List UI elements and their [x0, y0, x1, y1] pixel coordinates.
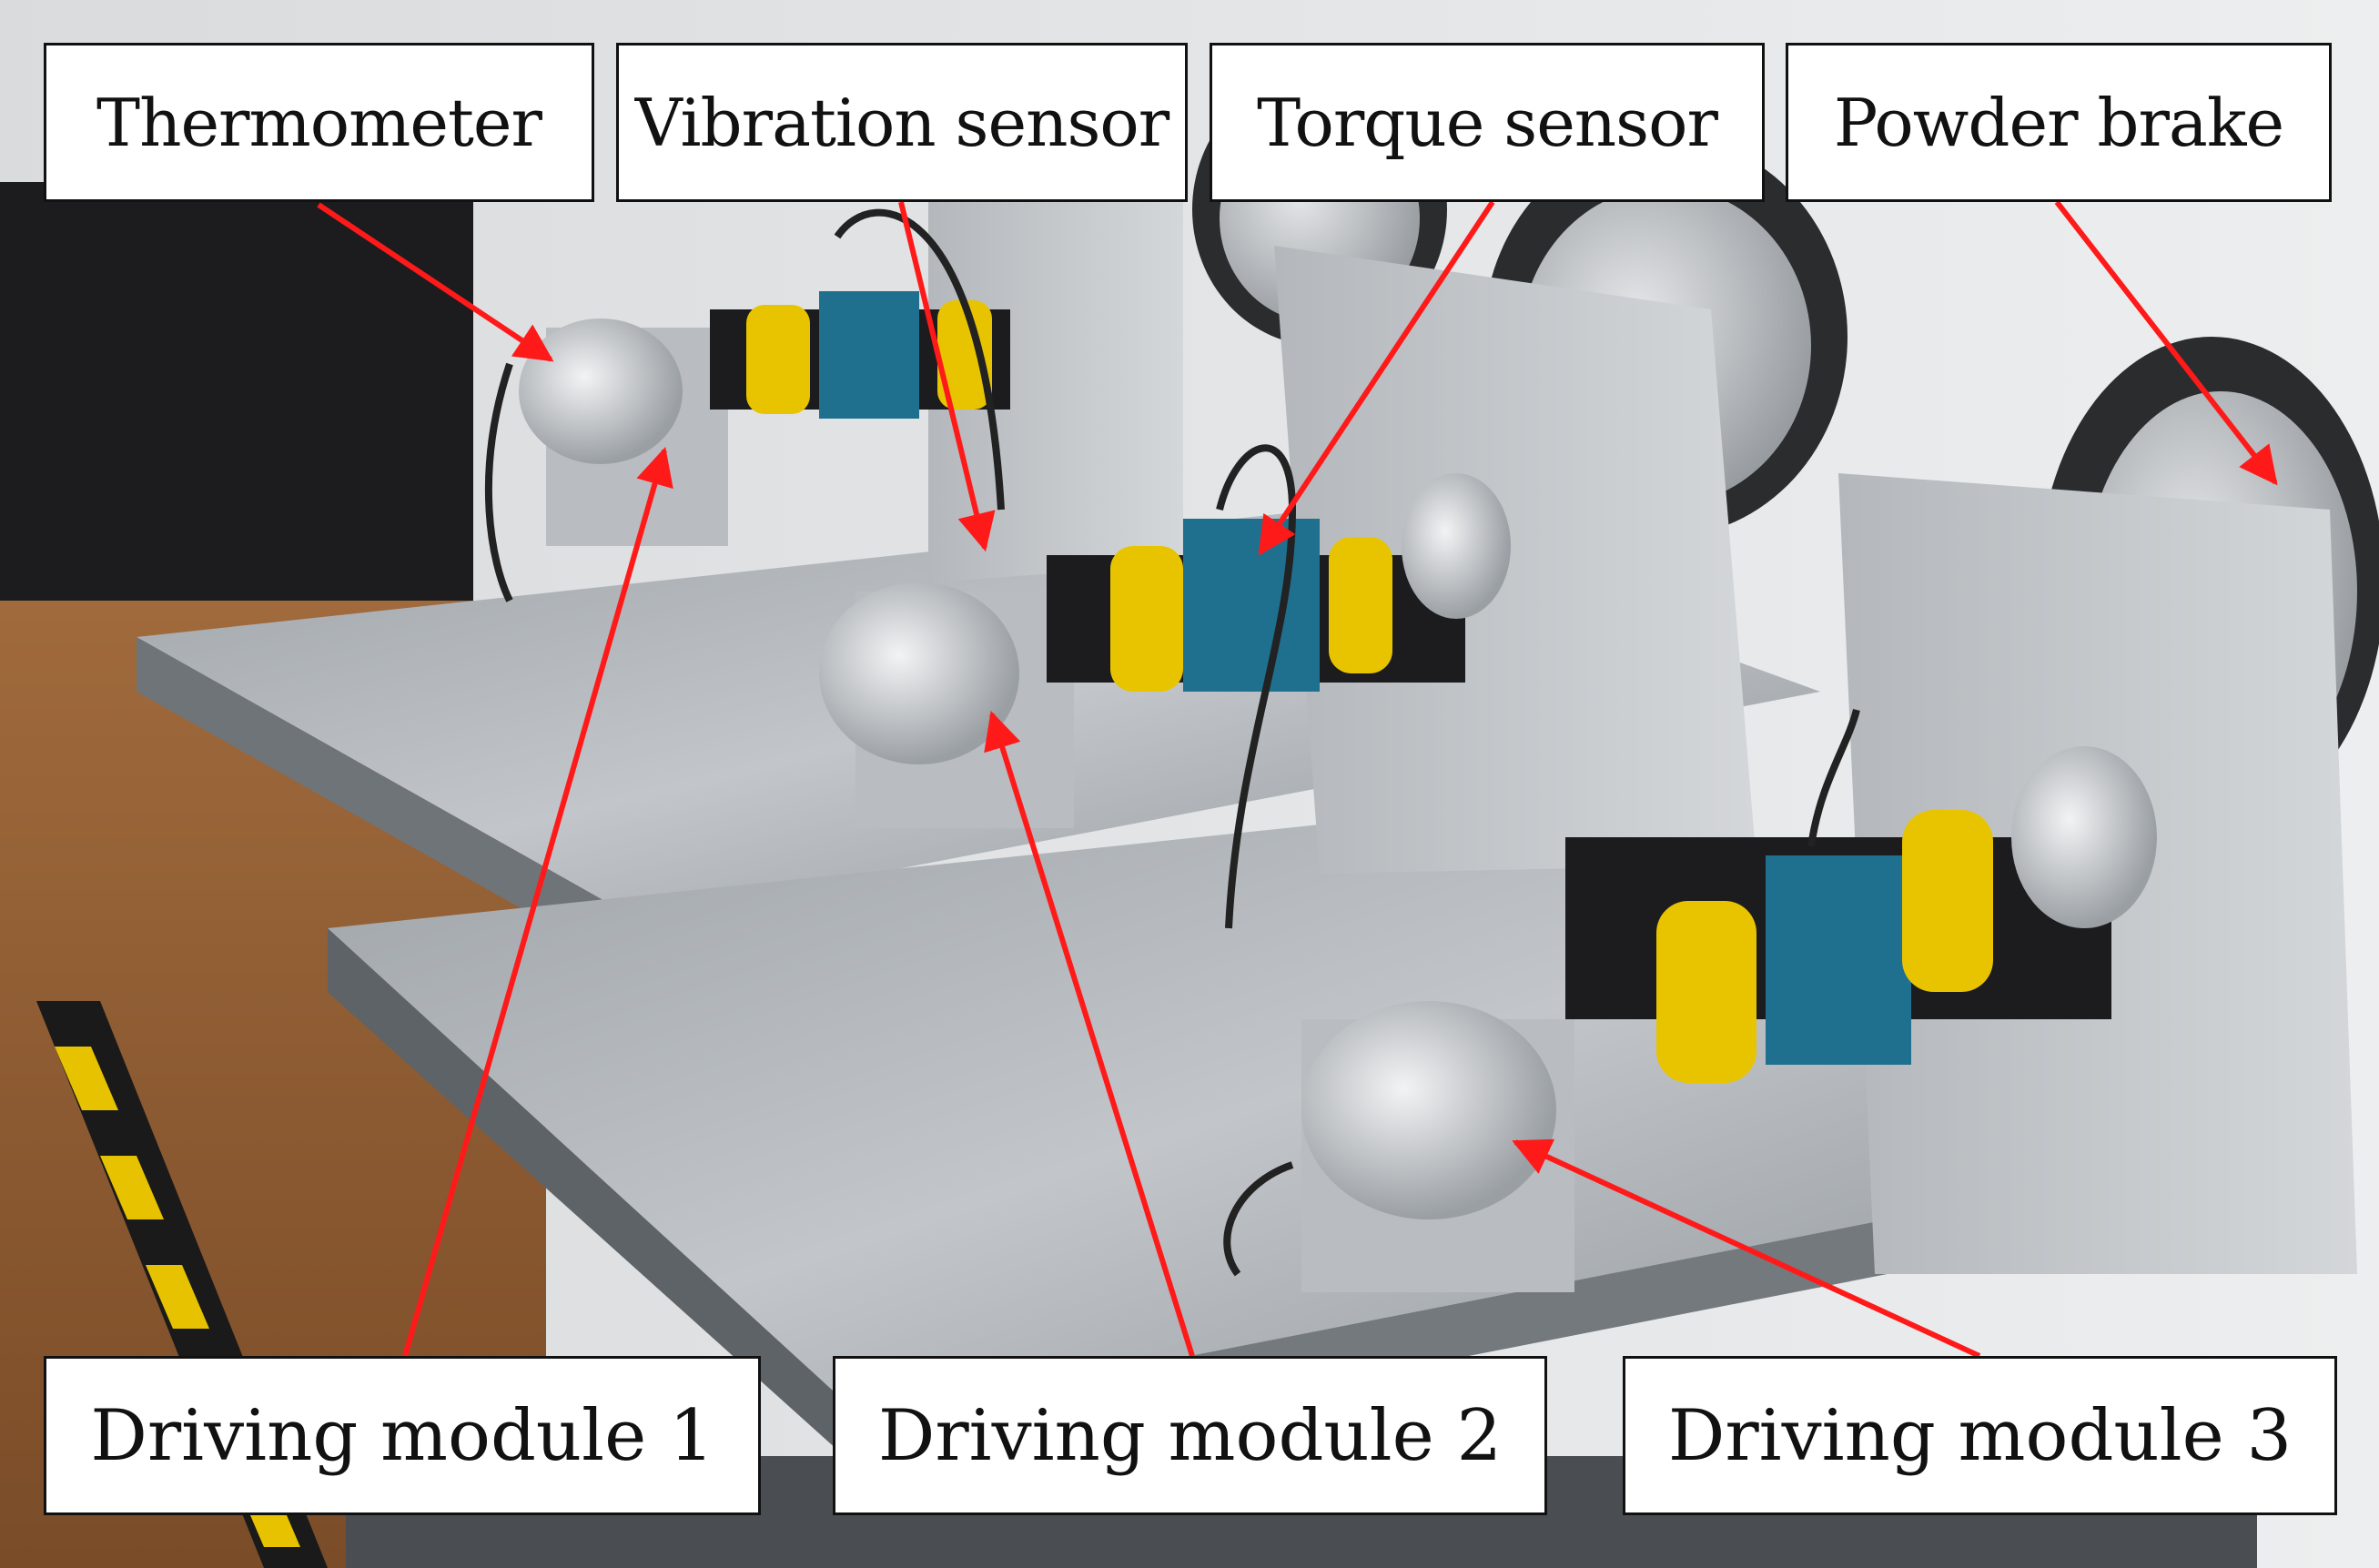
drive-train-2: [819, 473, 1511, 828]
annotation-arrows: [317, 200, 2278, 1359]
label-driving-module-2: Driving module 2: [833, 1356, 1547, 1515]
label-powder-brake: Powder brake: [1786, 43, 2332, 202]
label-thermometer: Thermometer: [44, 43, 594, 202]
mount-plate-2: [1274, 246, 1756, 874]
label-driving-module-3: Driving module 3: [1623, 1356, 2337, 1515]
drive-train-3: [1301, 746, 2157, 1292]
dark-panel: [0, 182, 473, 610]
label-driving-module-1: Driving module 1: [44, 1356, 761, 1515]
label-torque-sensor: Torque sensor: [1210, 43, 1765, 202]
rear-table-edge: [137, 637, 637, 974]
front-table-rail: [328, 928, 865, 1474]
drive-train-1: [519, 291, 1010, 546]
mount-plate-1: [928, 146, 1183, 582]
label-vibration-sensor: Vibration sensor: [616, 43, 1188, 202]
